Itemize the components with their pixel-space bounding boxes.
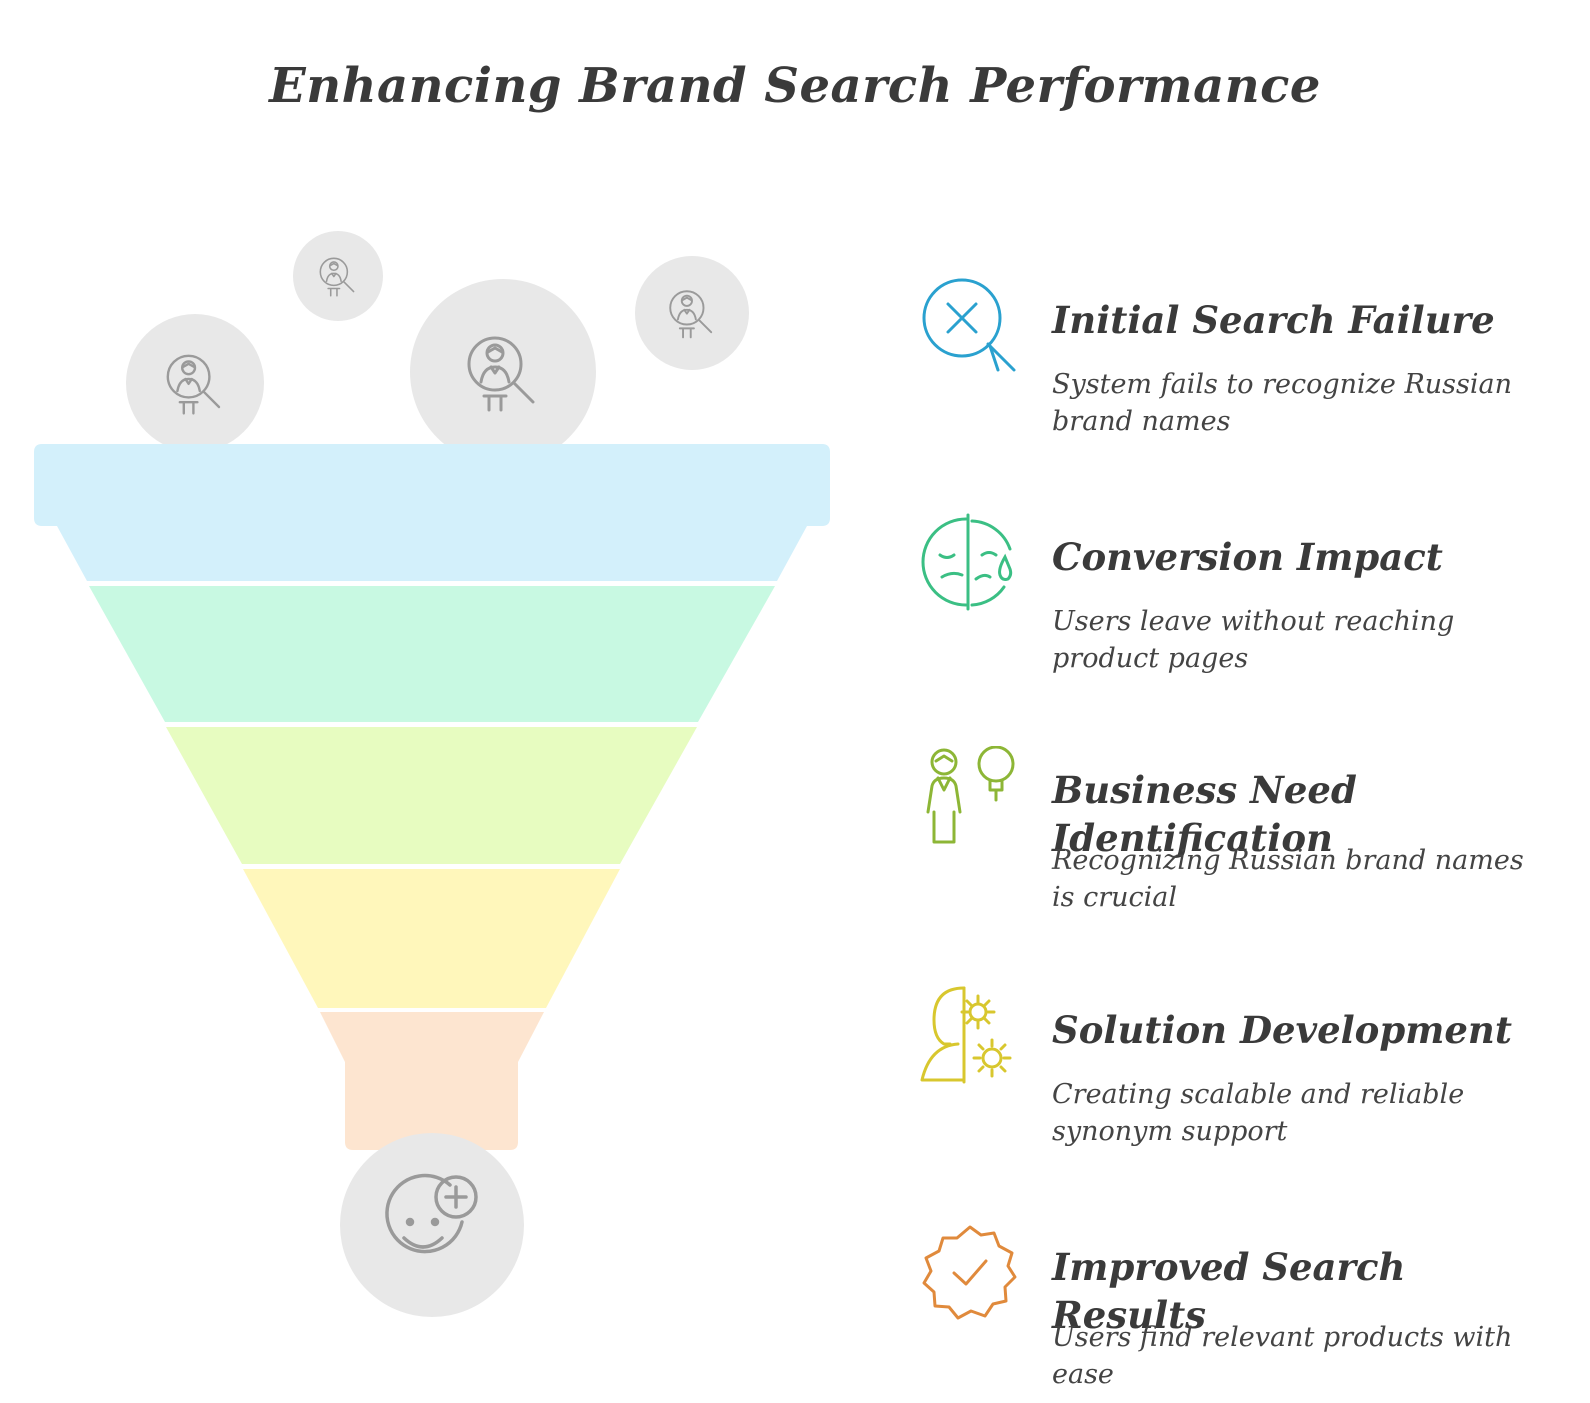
stage-item-conversion-impact: Conversion Impact Users leave without re… [920, 513, 1560, 693]
stage-title: Initial Search Failure [1052, 298, 1495, 342]
stage-title: Conversion Impact [1052, 535, 1443, 579]
head-gears-icon [920, 986, 1012, 1084]
stage-title: Business Need Identification [1052, 768, 1357, 860]
stage-item-business-need: Business Need Identification Recognizing… [920, 746, 1560, 926]
stage-item-improved-results: Improved Search Results Users find relev… [920, 1223, 1560, 1403]
top-icon-circle-3 [410, 279, 596, 465]
stage-title: Solution Development [1052, 1008, 1512, 1052]
stage-item-initial-search-failure: Initial Search Failure System fails to r… [920, 276, 1560, 456]
page-title: Enhancing Brand Search Performance [269, 58, 1321, 114]
top-icon-circle-2 [293, 231, 383, 321]
top-icon-circle-4 [635, 256, 749, 370]
bottom-icon-circle [340, 1133, 524, 1317]
funnel-stage-1 [34, 444, 830, 581]
stage-description: Users leave without reaching product pag… [1052, 606, 1455, 674]
stage-description: Recognizing Russian brand names is cruci… [1052, 845, 1524, 913]
funnel-stage-4 [243, 869, 620, 1008]
funnel-stage-2 [89, 586, 775, 722]
badge-check-icon [922, 1225, 1017, 1320]
stage-description: Creating scalable and reliable synonym s… [1052, 1079, 1465, 1147]
search-x-icon [922, 278, 1016, 372]
funnel-stage-3 [166, 727, 697, 864]
sad-face-icon [921, 513, 1013, 611]
funnel-stage-5 [320, 1012, 544, 1150]
stage-item-solution-development: Solution Development Creating scalable a… [920, 986, 1560, 1166]
stage-title: Improved Search Results [1052, 1245, 1406, 1337]
person-idea-icon [926, 746, 1015, 844]
stage-description: Users find relevant products with ease [1052, 1322, 1513, 1390]
stage-description: System fails to recognize Russian brand … [1052, 369, 1513, 437]
smile-plus-icon [385, 1173, 478, 1254]
top-icon-circle-1 [126, 314, 264, 452]
